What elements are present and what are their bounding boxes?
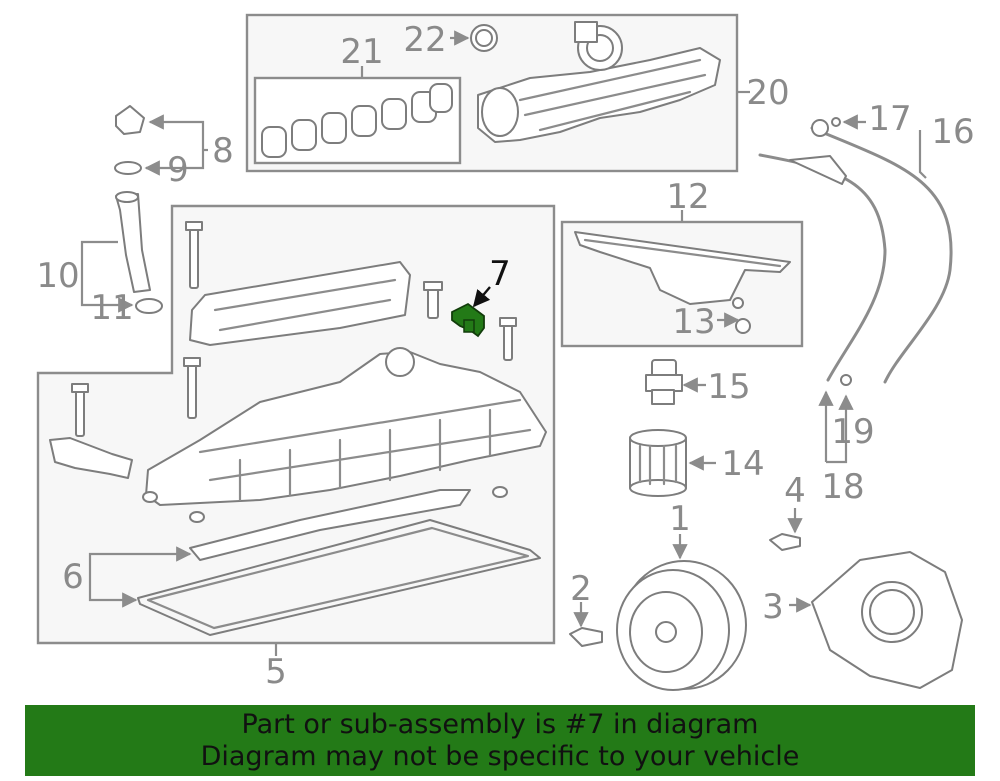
callout-17: 17 <box>868 99 911 139</box>
leader-lines <box>80 30 927 656</box>
callout-10: 10 <box>36 256 79 296</box>
oil-filter <box>629 429 687 497</box>
callout-9: 9 <box>167 150 189 190</box>
cover-plugs <box>142 486 508 523</box>
info-banner: Part or sub-assembly is #7 in diagram Di… <box>25 705 975 776</box>
callout-8: 8 <box>212 131 234 171</box>
oil-sensor <box>645 359 683 405</box>
callout-15: 15 <box>707 367 750 407</box>
cover-bolts <box>71 221 517 437</box>
callout-3: 3 <box>762 587 784 627</box>
oil-pan-group <box>560 220 804 348</box>
filler-tube-o-ring <box>135 298 163 314</box>
intake-manifold-group <box>245 13 739 173</box>
callout-22: 22 <box>403 20 446 60</box>
callout-21: 21 <box>340 32 383 72</box>
banner-line-1: Part or sub-assembly is #7 in diagram <box>241 709 759 740</box>
valve-cover-group <box>36 204 556 645</box>
intake-gasket-set <box>261 83 453 158</box>
filler-cap-seal <box>114 161 142 175</box>
callout-7: 7 <box>489 254 511 294</box>
valve-cover-gasket <box>137 489 541 636</box>
callout-labels: 1 2 3 4 5 6 7 8 9 10 11 12 13 14 15 16 1… <box>36 20 974 692</box>
callout-2: 2 <box>570 569 592 609</box>
callout-20: 20 <box>746 73 789 113</box>
throttle-seal-ring <box>470 24 498 52</box>
crankshaft-pulley <box>616 560 747 691</box>
callout-13: 13 <box>672 302 715 342</box>
callout-1: 1 <box>669 499 691 539</box>
callout-12: 12 <box>666 177 709 217</box>
callout-6: 6 <box>62 557 84 597</box>
callout-4: 4 <box>784 471 806 511</box>
banner-line-2: Diagram may not be specific to your vehi… <box>200 741 800 772</box>
callout-16: 16 <box>931 112 974 152</box>
dipstick-tube <box>758 117 953 386</box>
bolt-2 <box>569 627 603 647</box>
rear-seal-housing <box>811 551 963 689</box>
callout-18: 18 <box>821 467 864 507</box>
callout-14: 14 <box>721 444 764 484</box>
callout-5: 5 <box>265 652 287 692</box>
oil-filler-tube <box>115 191 151 293</box>
oil-filler-cap <box>115 105 145 135</box>
highlighted-part-7 <box>451 302 485 338</box>
callout-11: 11 <box>90 288 133 328</box>
callout-19: 19 <box>831 412 874 452</box>
intake-manifold <box>477 21 721 143</box>
bolt-4 <box>769 533 801 551</box>
